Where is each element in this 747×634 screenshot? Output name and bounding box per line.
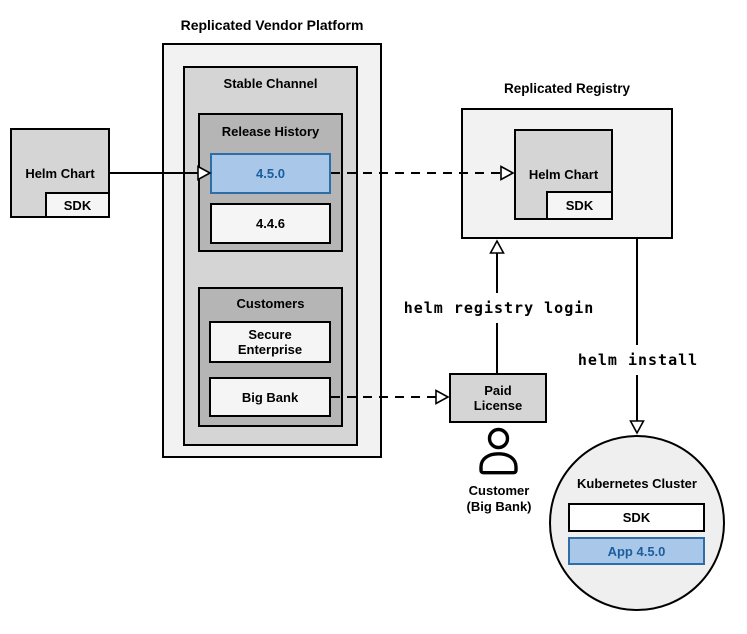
customer-secure-enterprise-label: Secure Enterprise xyxy=(237,327,303,357)
customer-secure-enterprise-box: Secure Enterprise xyxy=(209,321,331,363)
kubernetes-cluster-title: Kubernetes Cluster xyxy=(577,476,697,491)
release-history-title: Release History xyxy=(221,124,320,139)
command-helm-install: helm install xyxy=(577,345,699,375)
release-version-4-5-0: 4.5.0 xyxy=(210,153,331,194)
customer-big-bank-box: Big Bank xyxy=(209,377,331,417)
vendor-sdk-box: SDK xyxy=(45,192,110,218)
command-helm-registry-login: helm registry login xyxy=(389,293,609,323)
registry-title: Replicated Registry xyxy=(503,81,631,96)
release-version-4-4-6: 4.4.6 xyxy=(210,203,331,244)
paid-license-box: Paid License xyxy=(449,373,547,423)
customer-actor-label: Customer (Big Bank) xyxy=(466,483,532,515)
arrow-registry-to-cluster xyxy=(629,239,645,435)
registry-sdk-box: SDK xyxy=(546,191,613,220)
platform-title: Replicated Vendor Platform xyxy=(180,17,364,33)
cluster-app-box: App 4.5.0 xyxy=(568,537,705,565)
customers-title: Customers xyxy=(236,296,305,311)
cluster-sdk-box: SDK xyxy=(568,503,705,532)
person-icon xyxy=(479,427,518,475)
stable-channel-title: Stable Channel xyxy=(223,76,318,91)
paid-license-label: Paid License xyxy=(473,383,523,413)
